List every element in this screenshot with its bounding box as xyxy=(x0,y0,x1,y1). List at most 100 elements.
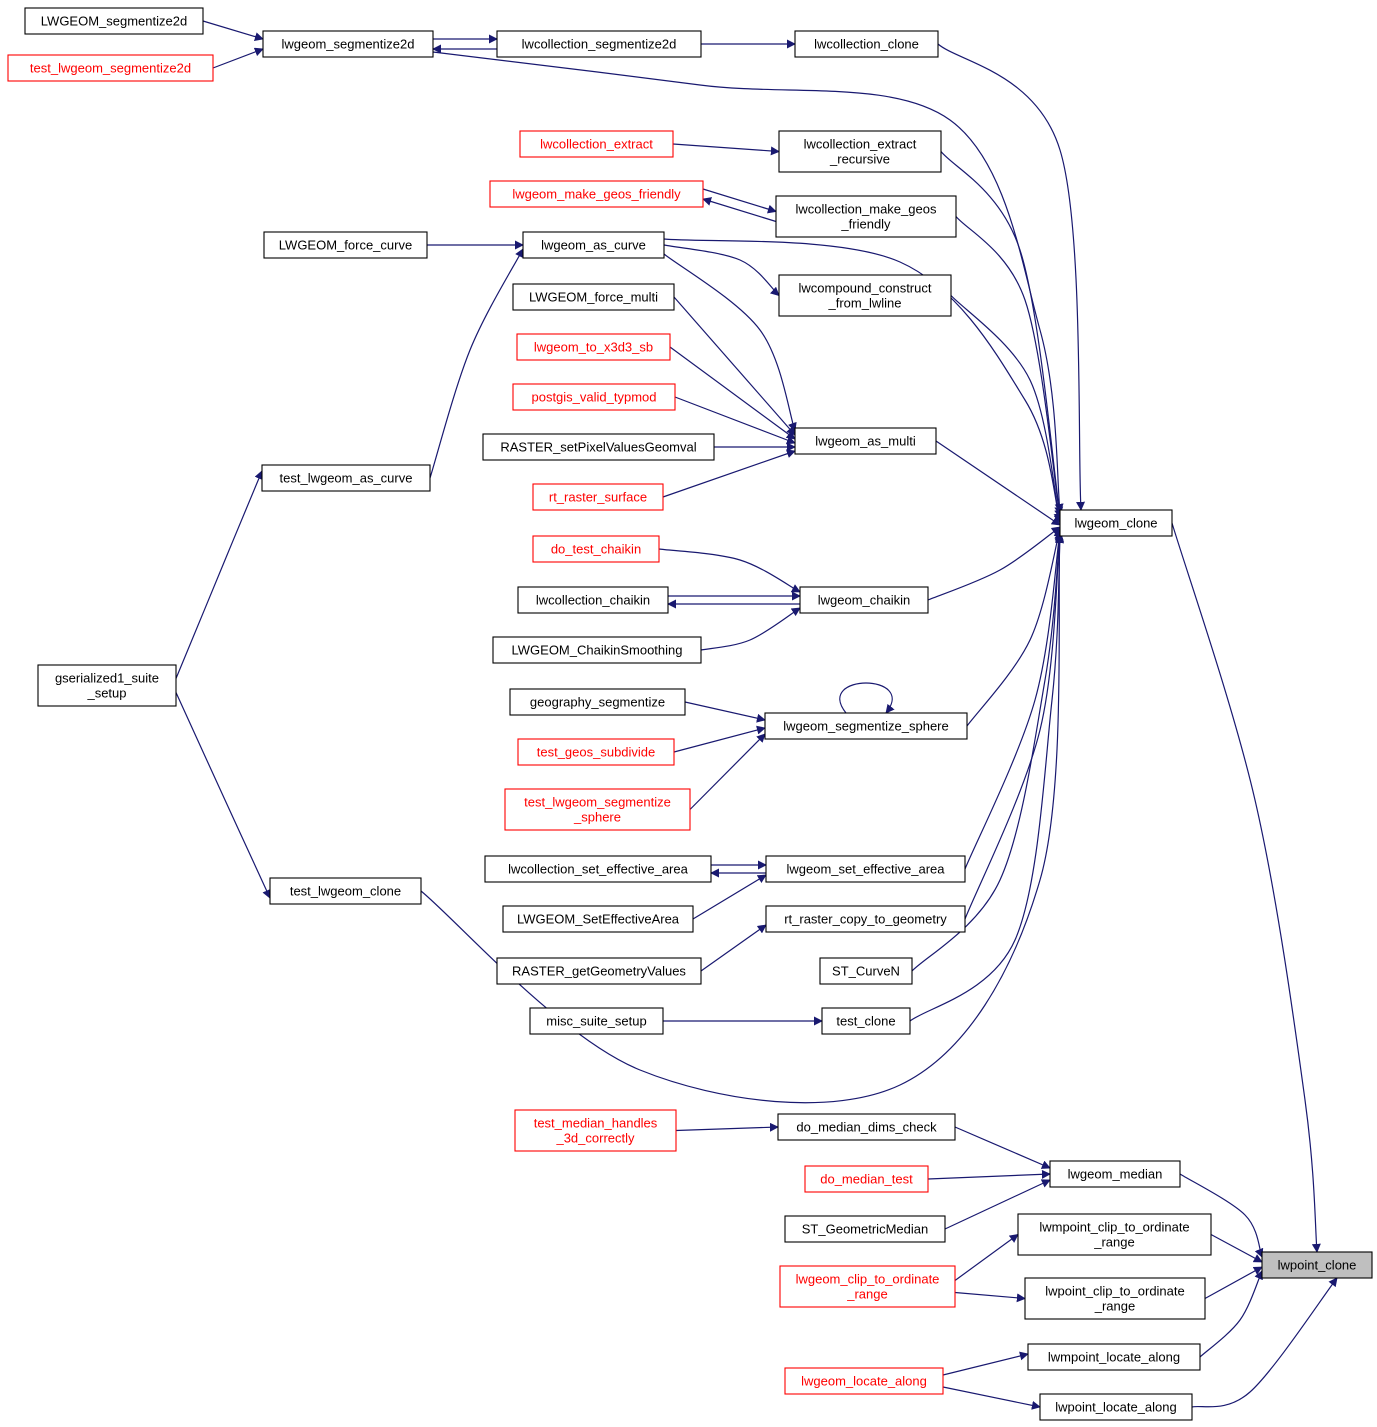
node-box-raster_setpix[interactable] xyxy=(482,433,715,461)
node-lwcoll_extract_rec[interactable]: lwcollection_extract_recursive xyxy=(778,130,942,173)
node-set_eff_caps[interactable]: LWGEOM_SetEffectiveArea xyxy=(502,905,694,933)
node-box-valid_typmod[interactable] xyxy=(512,383,676,411)
node-test_lwg_clone[interactable]: test_lwgeom_clone xyxy=(269,877,422,905)
node-rt_copy_geom[interactable]: rt_raster_copy_to_geometry xyxy=(765,905,966,933)
node-box-test_seg2d[interactable] xyxy=(7,54,214,82)
node-box-geog_seg[interactable] xyxy=(509,688,686,716)
node-coll_make_geos[interactable]: lwcollection_make_geos_friendly xyxy=(775,195,957,238)
node-box-lwcoll_clone[interactable] xyxy=(794,30,939,58)
node-st_curven[interactable]: ST_CurveN xyxy=(819,957,913,985)
node-box-do_test_chaikin[interactable] xyxy=(532,535,660,563)
node-box-to_x3d3[interactable] xyxy=(516,333,671,361)
node-median_dims[interactable]: do_median_dims_check xyxy=(777,1113,956,1141)
node-box-st_geom_median[interactable] xyxy=(784,1215,946,1243)
node-box-make_geos[interactable] xyxy=(489,180,704,208)
node-coll_chaikin[interactable]: lwcollection_chaikin xyxy=(517,586,669,614)
node-plocate[interactable]: lwpoint_locate_along xyxy=(1039,1393,1193,1421)
node-box-lwgeom_median[interactable] xyxy=(1049,1160,1181,1188)
node-mlocate[interactable]: lwmpoint_locate_along xyxy=(1027,1343,1201,1371)
node-set_eff_area[interactable]: lwgeom_set_effective_area xyxy=(765,855,966,883)
node-box-glocate[interactable] xyxy=(784,1367,944,1395)
node-test_median3d[interactable]: test_median_handles_3d_correctly xyxy=(514,1109,677,1152)
node-box-st_curven[interactable] xyxy=(819,957,913,985)
node-lwcoll_clone[interactable]: lwcollection_clone xyxy=(794,30,939,58)
node-box-test_clone[interactable] xyxy=(821,1007,911,1035)
node-valid_typmod[interactable]: postgis_valid_typmod xyxy=(512,383,676,411)
node-lwgeom_median[interactable]: lwgeom_median xyxy=(1049,1160,1181,1188)
node-box-geos_subdiv[interactable] xyxy=(517,738,675,766)
node-make_geos[interactable]: lwgeom_make_geos_friendly xyxy=(489,180,704,208)
node-box-coll_make_geos[interactable] xyxy=(775,195,957,238)
node-geos_subdiv[interactable]: test_geos_subdivide xyxy=(517,738,675,766)
node-box-chaikin_smooth[interactable] xyxy=(492,636,702,664)
node-box-do_median_test[interactable] xyxy=(804,1165,929,1193)
node-force_curve[interactable]: LWGEOM_force_curve xyxy=(263,231,428,259)
node-coll_eff_area[interactable]: lwcollection_set_effective_area xyxy=(484,855,712,883)
node-box-lwgeom_seg2d[interactable] xyxy=(262,30,434,58)
node-box-rt_surface[interactable] xyxy=(532,483,664,511)
node-box-median_dims[interactable] xyxy=(777,1113,956,1141)
node-box-chaikin[interactable] xyxy=(799,586,929,614)
node-as_curve[interactable]: lwgeom_as_curve xyxy=(522,231,665,259)
node-box-force_multi[interactable] xyxy=(512,283,675,311)
node-lwgeom_clone[interactable]: lwgeom_clone xyxy=(1059,509,1173,537)
node-box-test_as_curve[interactable] xyxy=(261,464,431,492)
node-box-test_seg_sphere[interactable] xyxy=(504,788,691,831)
node-box-coll_eff_area[interactable] xyxy=(484,855,712,883)
node-rt_surface[interactable]: rt_raster_surface xyxy=(532,483,664,511)
node-seg_sphere[interactable]: lwgeom_segmentize_sphere xyxy=(764,712,968,740)
node-box-mlocate[interactable] xyxy=(1027,1343,1201,1371)
node-force_multi[interactable]: LWGEOM_force_multi xyxy=(512,283,675,311)
node-lwgeom_seg2d[interactable]: lwgeom_segmentize2d xyxy=(262,30,434,58)
node-box-seg_sphere[interactable] xyxy=(764,712,968,740)
node-box-plocate[interactable] xyxy=(1039,1393,1193,1421)
node-st_geom_median[interactable]: ST_GeometricMedian xyxy=(784,1215,946,1243)
node-misc_setup[interactable]: misc_suite_setup xyxy=(529,1007,664,1035)
node-box-set_eff_area[interactable] xyxy=(765,855,966,883)
node-mclip[interactable]: lwmpoint_clip_to_ordinate_range xyxy=(1017,1213,1212,1256)
node-label-chaikin: lwgeom_chaikin xyxy=(818,593,911,608)
node-seg2d_caps[interactable]: LWGEOM_segmentize2d xyxy=(24,7,204,35)
node-box-misc_setup[interactable] xyxy=(529,1007,664,1035)
node-raster_setpix[interactable]: RASTER_setPixelValuesGeomval xyxy=(482,433,715,461)
node-gser_setup[interactable]: gserialized1_suite_setup xyxy=(37,664,177,707)
node-lwcoll_seg2d[interactable]: lwcollection_segmentize2d xyxy=(496,30,702,58)
edge-seg_sphere-to-lwgeom_clone xyxy=(966,528,1063,727)
node-test_seg_sphere[interactable]: test_lwgeom_segmentize_sphere xyxy=(504,788,691,831)
node-box-set_eff_caps[interactable] xyxy=(502,905,694,933)
node-test_clone[interactable]: test_clone xyxy=(821,1007,911,1035)
node-box-lwcoll_extract_rec[interactable] xyxy=(778,130,942,173)
node-lwcompound[interactable]: lwcompound_construct_from_lwline xyxy=(778,274,952,317)
node-to_x3d3[interactable]: lwgeom_to_x3d3_sb xyxy=(516,333,671,361)
node-box-raster_getgeom[interactable] xyxy=(496,957,702,985)
node-box-lwcompound[interactable] xyxy=(778,274,952,317)
node-geog_seg[interactable]: geography_segmentize xyxy=(509,688,686,716)
node-box-test_lwg_clone[interactable] xyxy=(269,877,422,905)
node-box-seg2d_caps[interactable] xyxy=(24,7,204,35)
node-box-mclip[interactable] xyxy=(1017,1213,1212,1256)
node-lwcoll_extract[interactable]: lwcollection_extract xyxy=(519,130,674,158)
node-box-coll_chaikin[interactable] xyxy=(517,586,669,614)
node-box-test_median3d[interactable] xyxy=(514,1109,677,1152)
node-box-rt_copy_geom[interactable] xyxy=(765,905,966,933)
node-box-as_multi[interactable] xyxy=(794,427,937,455)
node-box-lwgeom_clone[interactable] xyxy=(1059,509,1173,537)
node-gclip[interactable]: lwgeom_clip_to_ordinate_range xyxy=(779,1265,956,1308)
node-box-lwcoll_seg2d[interactable] xyxy=(496,30,702,58)
node-test_as_curve[interactable]: test_lwgeom_as_curve xyxy=(261,464,431,492)
node-as_multi[interactable]: lwgeom_as_multi xyxy=(794,427,937,455)
node-pclip[interactable]: lwpoint_clip_to_ordinate_range xyxy=(1024,1277,1206,1320)
node-chaikin[interactable]: lwgeom_chaikin xyxy=(799,586,929,614)
node-box-pclip[interactable] xyxy=(1024,1277,1206,1320)
node-glocate[interactable]: lwgeom_locate_along xyxy=(784,1367,944,1395)
node-box-gser_setup[interactable] xyxy=(37,664,177,707)
node-raster_getgeom[interactable]: RASTER_getGeometryValues xyxy=(496,957,702,985)
node-do_test_chaikin[interactable]: do_test_chaikin xyxy=(532,535,660,563)
node-box-force_curve[interactable] xyxy=(263,231,428,259)
node-test_seg2d[interactable]: test_lwgeom_segmentize2d xyxy=(7,54,214,82)
node-chaikin_smooth[interactable]: LWGEOM_ChaikinSmoothing xyxy=(492,636,702,664)
node-box-as_curve[interactable] xyxy=(522,231,665,259)
node-box-gclip[interactable] xyxy=(779,1265,956,1308)
node-do_median_test[interactable]: do_median_test xyxy=(804,1165,929,1193)
node-box-lwcoll_extract[interactable] xyxy=(519,130,674,158)
